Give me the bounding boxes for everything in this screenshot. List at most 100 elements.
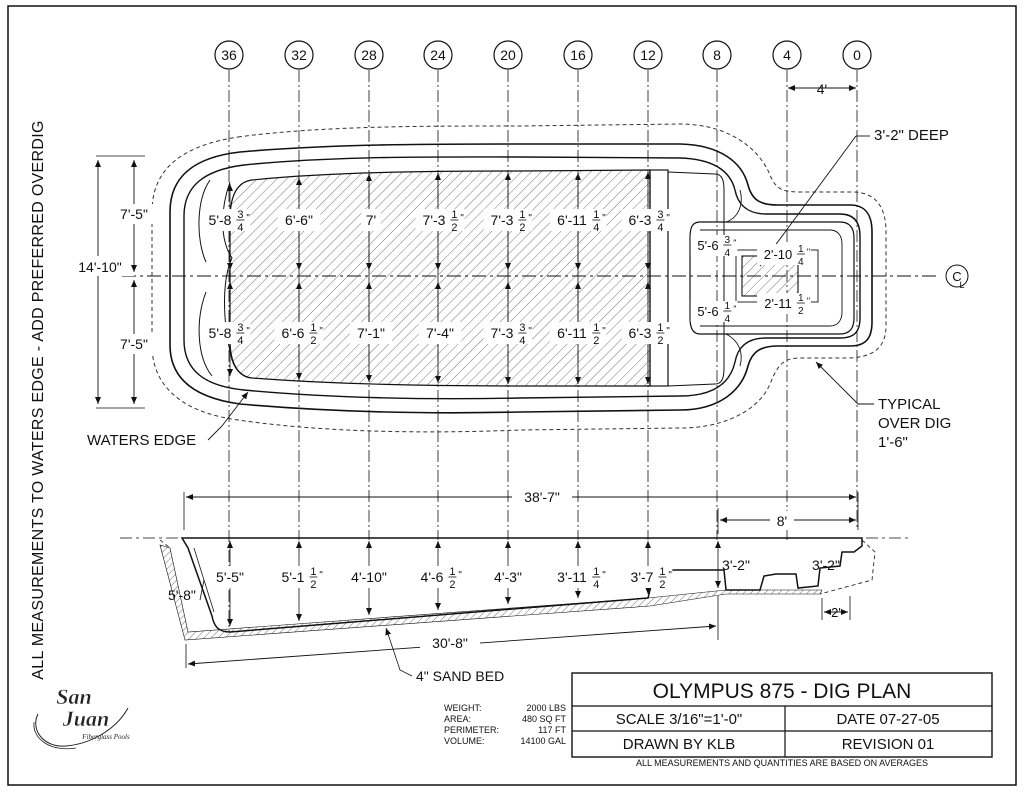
station-bubble xyxy=(284,40,314,70)
logo: San Juan Fiberglass Pools xyxy=(33,684,130,750)
step-width-top-num: 3 xyxy=(724,235,730,246)
plan-width-bottom-num: 3 xyxy=(519,322,525,334)
svg-text:": " xyxy=(666,213,670,224)
pool-outer-shell xyxy=(169,143,873,414)
step-bench xyxy=(649,169,669,387)
station-bubble xyxy=(214,40,244,70)
station-label: 32 xyxy=(291,47,307,63)
plan-width-bottom-den: 4 xyxy=(237,335,243,347)
svg-text:": " xyxy=(458,570,462,581)
dim-4ft: 4' xyxy=(817,81,827,97)
plan-width-top-whole: 6'-3 xyxy=(629,212,652,228)
pool-floor-hatched xyxy=(229,169,651,387)
plan-view: C L 14'-10" 7'-5" 7'-5" 4' 3'-2" DEEP WA… xyxy=(68,81,969,451)
section-depth-den: 2 xyxy=(310,579,316,591)
side-note-text: ALL MEASUREMENTS TO WATERS EDGE - ADD PR… xyxy=(30,120,47,680)
plan-width-bottom-whole: 7'-3 xyxy=(491,325,514,341)
section-depth-whole: 3'-11 xyxy=(557,569,587,585)
plan-width-top-num: 3 xyxy=(657,209,663,221)
svg-text:": " xyxy=(528,213,532,224)
waters-edge-line xyxy=(183,156,861,400)
plan-width-bottom-den: 2 xyxy=(310,335,316,347)
svg-text:": " xyxy=(733,238,736,248)
waters-edge-label: WATERS EDGE xyxy=(87,432,196,449)
svg-text:": " xyxy=(668,570,672,581)
sand-bed-label: 4" SAND BED xyxy=(416,668,504,684)
spec-value: 480 SQ FT xyxy=(522,714,567,724)
station-bubble xyxy=(354,40,384,70)
section-depth-whole: 5'-5" xyxy=(216,569,244,585)
section-depth-num: 1 xyxy=(593,566,599,578)
section-depth-whole: 3'-7 xyxy=(631,569,654,585)
plan-width-top-den: 2 xyxy=(519,222,525,234)
plan-width-top: 7' xyxy=(361,209,381,231)
station-label: 28 xyxy=(361,47,377,63)
spec-value: 14100 GAL xyxy=(520,736,566,746)
plan-width-bottom: 7'-4" xyxy=(418,322,462,344)
half-width-top: 7'-5" xyxy=(120,206,148,222)
plan-width-top-whole: 6'-6" xyxy=(285,212,313,228)
plan-width-top-den: 4 xyxy=(593,222,599,234)
bench-depth-label: 3'-2" xyxy=(812,557,840,573)
plan-width-bottom: 7'-1" xyxy=(349,322,393,344)
drawing-title: OLYMPUS 875 - DIG PLAN xyxy=(653,680,912,703)
svg-text:": " xyxy=(246,326,250,337)
section-depth-whole: 4'-3" xyxy=(494,569,522,585)
well-width-bottom-num: 1 xyxy=(798,293,804,304)
plan-width-bottom-whole: 6'-11 xyxy=(557,325,587,341)
section-view: 38'-7" 8' 5'-8" 30'-8" 4" SAND BED 2' 5'… xyxy=(120,488,910,684)
spec-label: VOLUME: xyxy=(444,736,485,746)
section-depth-num: 1 xyxy=(310,566,316,578)
well-width-bottom-whole: 2'-11 xyxy=(764,296,792,311)
half-width-bottom: 7'-5" xyxy=(120,336,148,352)
station-label: 12 xyxy=(640,47,656,63)
plan-width-top-den: 4 xyxy=(657,222,663,234)
side-note: ALL MEASUREMENTS TO WATERS EDGE - ADD PR… xyxy=(24,20,54,780)
station-label: 8 xyxy=(713,47,721,63)
svg-text:": " xyxy=(807,247,810,257)
station-bubble xyxy=(563,40,593,70)
plan-width-top: 6'-11 14" xyxy=(549,209,607,234)
centerline-symbol: C L xyxy=(945,264,969,290)
logo-line-1: San xyxy=(56,684,91,709)
plan-width-top-whole: 7' xyxy=(366,212,376,228)
plan-width-bottom-whole: 6'-3 xyxy=(629,325,652,341)
station-bubble xyxy=(423,40,453,70)
plan-width-top: 6'-3 34" xyxy=(621,209,670,234)
plan-width-top-whole: 6'-11 xyxy=(557,212,587,228)
plan-width-bottom-whole: 7'-1" xyxy=(357,325,385,341)
sheet-border xyxy=(7,5,1017,786)
plan-width-top-num: 1 xyxy=(593,209,599,221)
svg-text:": " xyxy=(319,570,323,581)
station-bubble xyxy=(842,40,872,70)
section-depth: 5'-5" xyxy=(208,566,252,588)
plan-width-bottom-whole: 7'-4" xyxy=(426,325,454,341)
overdig-label-1: TYPICAL xyxy=(878,396,941,413)
svg-text:": " xyxy=(602,213,606,224)
step-width-top-den: 4 xyxy=(724,248,730,259)
svg-text:": " xyxy=(528,326,532,337)
station-label: 0 xyxy=(853,47,861,63)
logo-line-2: Juan xyxy=(62,706,109,731)
well-width-bottom-den: 2 xyxy=(798,306,804,317)
plan-width-bottom-num: 3 xyxy=(237,322,243,334)
station-label: 20 xyxy=(500,47,516,63)
svg-text:": " xyxy=(602,570,606,581)
scale-label: SCALE 3/16"=1'-0" xyxy=(616,711,743,728)
floor-length-label: 30'-8" xyxy=(432,635,468,651)
station-label: 36 xyxy=(221,47,237,63)
plan-width-top-whole: 7'-3 xyxy=(423,212,446,228)
plan-width-top-num: 1 xyxy=(451,209,457,221)
section-depth-whole: 4'-10" xyxy=(351,569,387,585)
